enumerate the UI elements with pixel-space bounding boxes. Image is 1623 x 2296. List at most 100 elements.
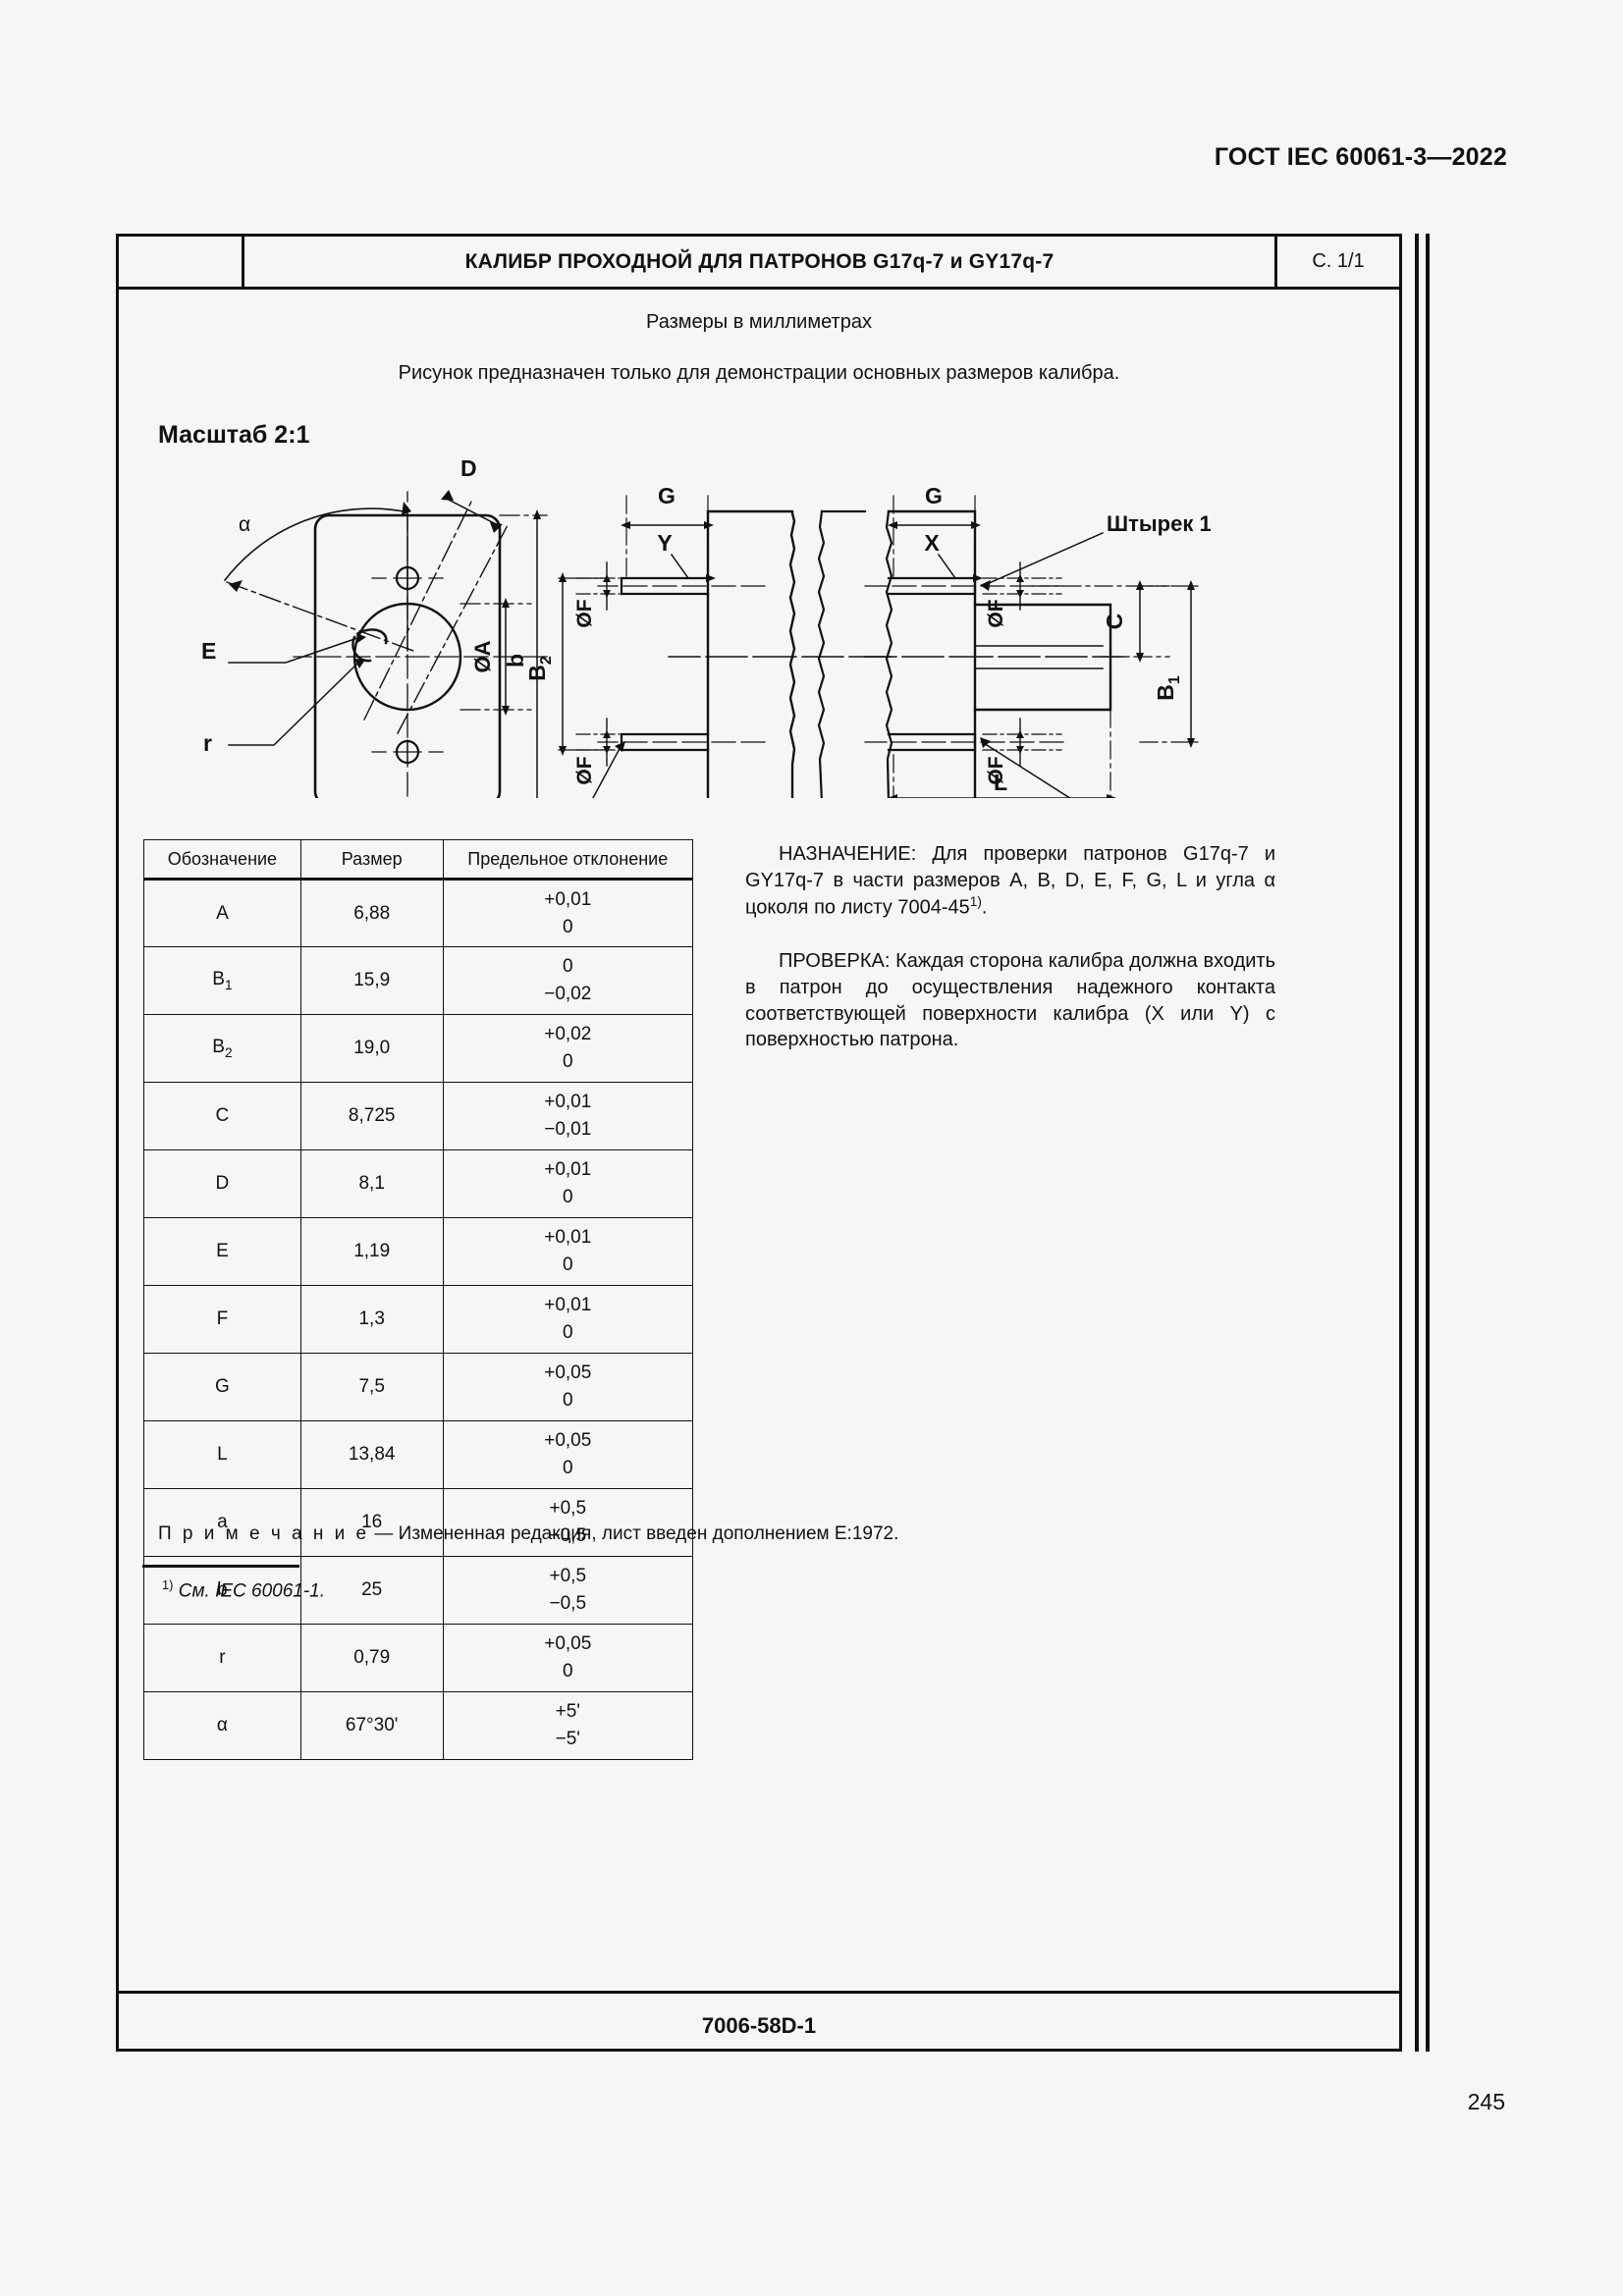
cell-size: 1,3 xyxy=(299,1285,444,1354)
tolerance-lower: 0 xyxy=(562,1187,573,1207)
running-header: ГОСТ IEC 60061-3—2022 xyxy=(1214,143,1507,171)
cell-size: 16 xyxy=(299,1488,444,1557)
footnote-1: 1) См. IEC 60061-1. xyxy=(162,1577,325,1602)
cell-size: 8,725 xyxy=(299,1082,444,1150)
cell-size: 0,79 xyxy=(299,1624,444,1692)
sheet-title-band: КАЛИБР ПРОХОДНОЙ ДЛЯ ПАТРОНОВ G17q-7 и G… xyxy=(119,237,1399,290)
cell-symbol: r xyxy=(143,1624,301,1692)
tolerance-lower: −5' xyxy=(555,1729,580,1749)
dim-diameter-F-label-mid-bottom: ØF xyxy=(573,756,596,784)
cell-symbol: G xyxy=(143,1353,301,1421)
pin-1-label: Штырек 1 xyxy=(1107,511,1212,536)
dim-B1-label: B1 xyxy=(1153,675,1183,701)
cell-size: 13,84 xyxy=(299,1420,444,1489)
footer-separator xyxy=(119,1991,1399,1994)
check-heading: ПРОВЕРКА: xyxy=(779,950,891,973)
tolerance-lower: −0,01 xyxy=(544,1119,592,1140)
dim-B2-label: B2 xyxy=(524,656,555,681)
footnote-separator xyxy=(142,1565,299,1568)
tolerance-upper: +0,01 xyxy=(544,888,592,910)
tolerance-lower: 0 xyxy=(562,1322,573,1343)
dim-b-label: b xyxy=(503,654,528,667)
cell-size: 7,5 xyxy=(299,1353,444,1421)
tolerance-lower: 0 xyxy=(562,1390,573,1411)
cell-symbol: E xyxy=(143,1217,301,1286)
tolerance-lower: −0,5 xyxy=(549,1525,587,1546)
footnote-text: См. IEC 60061-1. xyxy=(173,1580,326,1602)
cell-symbol: A xyxy=(143,879,301,947)
sheet-number: 7006-58D-1 xyxy=(701,2013,817,2038)
cell-symbol: α xyxy=(143,1691,301,1760)
tolerance-lower: 0 xyxy=(562,1051,573,1072)
sheet-position: С. 1/1 xyxy=(1312,250,1365,272)
cell-symbol: a xyxy=(143,1488,301,1557)
scale-label: Масштаб 2:1 xyxy=(158,421,310,449)
dim-L-label: L xyxy=(994,770,1007,795)
tolerance-lower: 0 xyxy=(562,1458,573,1478)
surface-Y-label: Y xyxy=(657,530,672,556)
tolerance-upper: +0,5 xyxy=(549,1498,587,1520)
tolerance-upper: +0,02 xyxy=(544,1024,592,1045)
tolerance-upper: +0,01 xyxy=(544,1092,592,1113)
tolerance-upper: +0,5 xyxy=(549,1566,587,1587)
purpose-heading: НАЗНАЧЕНИЕ: xyxy=(779,843,917,865)
title-blank-cell xyxy=(119,237,244,287)
drawing-sheet-frame: КАЛИБР ПРОХОДНОЙ ДЛЯ ПАТРОНОВ G17q-7 и G… xyxy=(116,234,1402,2052)
dim-diameter-F-label-mid-top: ØF xyxy=(573,599,596,627)
cell-tolerance: +0,01 −0,01 xyxy=(442,1082,694,1150)
cell-tolerance: +0,02 0 xyxy=(442,1014,694,1083)
svg-text:B1: B1 xyxy=(1153,675,1183,701)
cell-size: 25 xyxy=(299,1556,444,1625)
dim-G-label-mid: G xyxy=(658,483,676,508)
technical-drawing: Масштаб 2:1 α D E r ØA a b B2 ØF ØF G Y … xyxy=(119,405,1399,798)
check-body: Каждая сторона калибра должна входить в … xyxy=(745,950,1275,1051)
dim-E-label: E xyxy=(201,638,216,664)
cell-symbol: L xyxy=(143,1420,301,1489)
tolerance-upper: +0,01 xyxy=(544,1295,592,1316)
units-line: Размеры в миллиметрах xyxy=(646,311,872,333)
dim-C-label: C xyxy=(1102,614,1127,630)
tolerance-upper: +0,01 xyxy=(544,1227,592,1249)
footnote-marker: 1) xyxy=(162,1577,174,1592)
purpose-tail: . xyxy=(981,896,988,919)
tolerance-upper: +5' xyxy=(555,1701,580,1723)
tolerance-lower: −0,5 xyxy=(549,1593,587,1614)
cell-size: 15,9 xyxy=(299,946,444,1015)
cell-symbol: B1 xyxy=(143,946,301,1015)
tolerance-lower: 0 xyxy=(562,1661,573,1682)
dim-D-label: D xyxy=(460,455,477,481)
column-header-symbol: Обозначение xyxy=(143,839,301,881)
table-header-row: Обозначение Размер Предельное отклонение xyxy=(143,839,694,881)
cell-symbol: F xyxy=(143,1285,301,1354)
cell-size: 6,88 xyxy=(299,879,444,947)
sheet-title: КАЛИБР ПРОХОДНОЙ ДЛЯ ПАТРОНОВ G17q-7 и G… xyxy=(244,237,1277,287)
cell-size: 8,1 xyxy=(299,1149,444,1218)
tolerance-upper: 0 xyxy=(562,956,573,978)
dim-G-label-right: G xyxy=(925,483,943,508)
cell-tolerance: 0 −0,02 xyxy=(442,946,694,1015)
tolerance-lower: 0 xyxy=(562,916,573,937)
cell-tolerance: +0,05 0 xyxy=(442,1420,694,1489)
dim-diameter-A-label: ØA xyxy=(470,640,495,672)
cell-tolerance: +0,01 0 xyxy=(442,1285,694,1354)
tolerance-upper: +0,05 xyxy=(544,1430,592,1452)
cell-tolerance: +0,5 −0,5 xyxy=(442,1556,694,1625)
cell-size: 1,19 xyxy=(299,1217,444,1286)
tolerance-lower: −0,02 xyxy=(544,984,592,1004)
dimension-table: Обозначение Размер Предельное отклонение… xyxy=(143,839,694,1760)
